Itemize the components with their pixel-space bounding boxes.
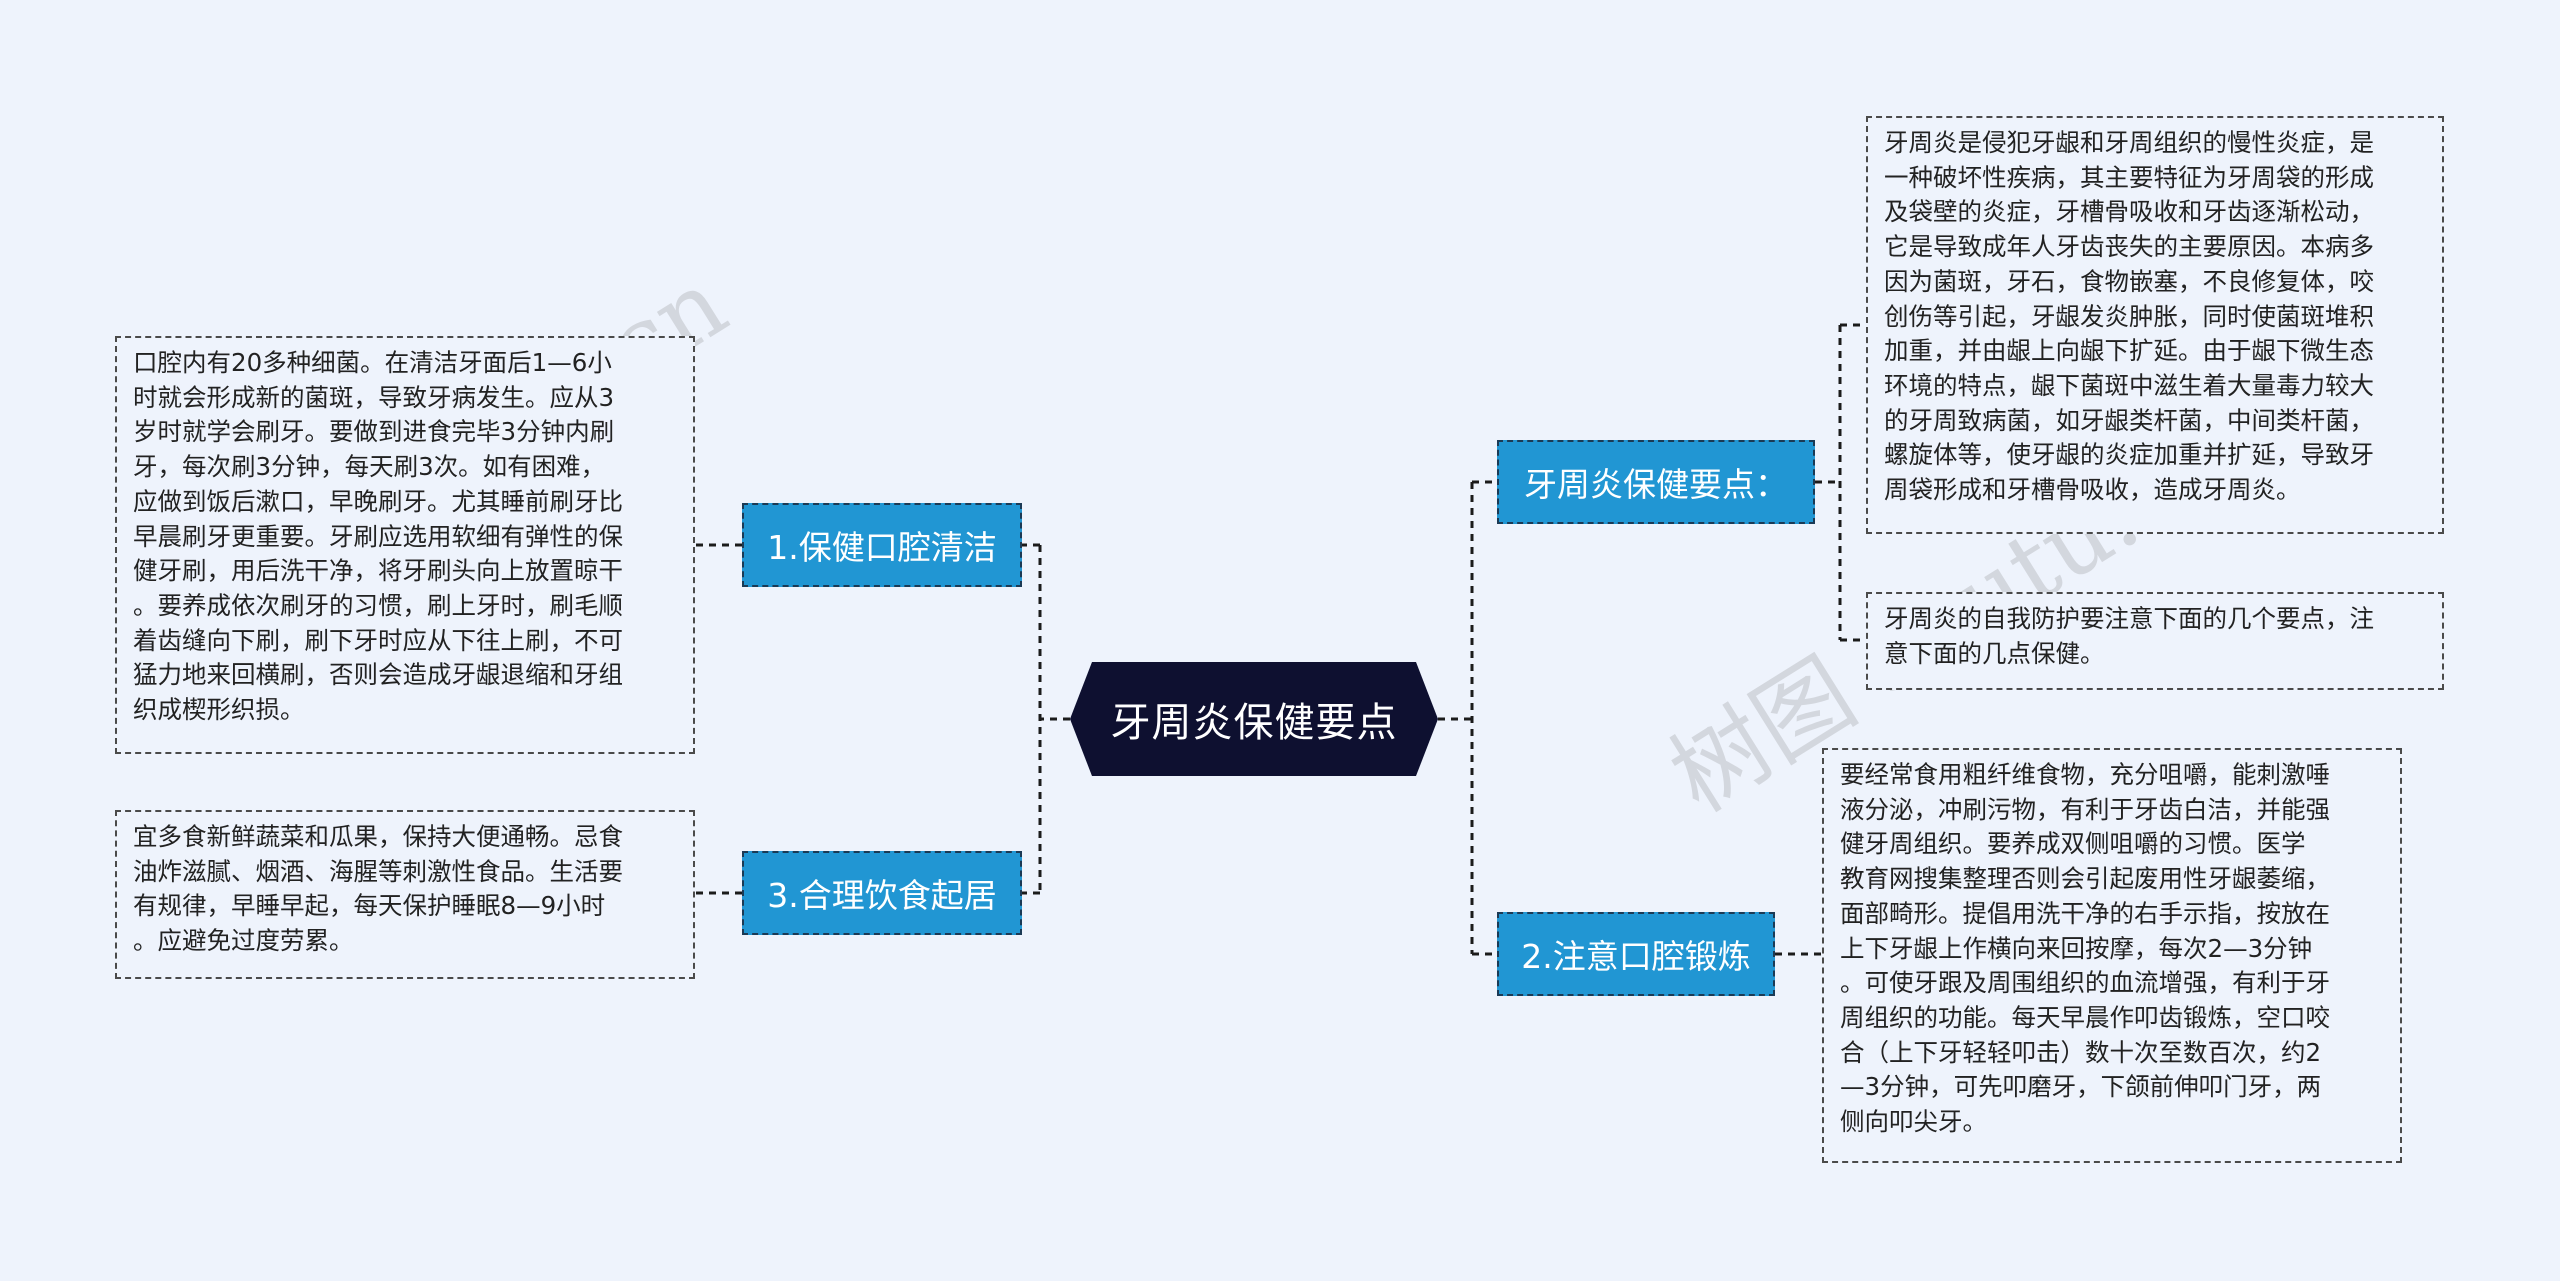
leaf-line: 牙周炎是侵犯牙龈和牙周组织的慢性炎症，是 (1884, 128, 2374, 157)
leaf-line: 意下面的几点保健。 (1884, 638, 2105, 668)
leaf-line: 口腔内有20多种细菌。在清洁牙面后1—6小 (133, 348, 612, 377)
branch-oral-cleaning[interactable]: 1.保健口腔清洁 (742, 503, 1022, 587)
leaf-line: 创伤等引起，牙龈发炎肿胀，同时使菌斑堆积 (1884, 301, 2374, 331)
leaf-self-protection[interactable]: 牙周炎的自我防护要注意下面的几个要点，注 意下面的几点保健。 (1866, 592, 2444, 690)
branch-oral-exercise[interactable]: 2.注意口腔锻炼 (1497, 912, 1775, 996)
leaf-line: 。要养成依次刷牙的习惯，刷上牙时，刷毛顺 (133, 590, 623, 620)
root-node[interactable]: 牙周炎保健要点 (1070, 662, 1438, 776)
leaf-line: 液分泌，冲刷污物，有利于牙齿白洁，并能强 (1840, 794, 2330, 824)
leaf-periodontitis-intro[interactable]: 牙周炎是侵犯牙龈和牙周组织的慢性炎症，是 一种破坏性疾病，其主要特征为牙周袋的形… (1866, 116, 2444, 534)
leaf-line: 健牙周组织。要养成双侧咀嚼的习惯。医学 (1840, 829, 2306, 859)
leaf-line: 一种破坏性疾病，其主要特征为牙周袋的形成 (1884, 162, 2374, 192)
leaf-line: 应做到饭后漱口，早晚刷牙。尤其睡前刷牙比 (133, 486, 623, 516)
leaf-line: 及袋壁的炎症，牙槽骨吸收和牙齿逐渐松动， (1884, 197, 2374, 227)
root-node-shape (1070, 662, 1438, 776)
leaf-line: 上下牙龈上作横向来回按摩，每次2—3分钟 (1840, 933, 2313, 963)
branch-oral-cleaning-label: 1.保健口腔清洁 (767, 528, 997, 567)
branch-care-keypoints-label: 牙周炎保健要点： (1524, 465, 1788, 504)
branch-diet-lifestyle[interactable]: 3.合理饮食起居 (742, 851, 1022, 935)
leaf-line: 早晨刷牙更重要。牙刷应选用软细有弹性的保 (133, 521, 623, 551)
leaf-line: 要经常食用粗纤维食物，充分咀嚼，能刺激唾 (1840, 760, 2330, 789)
leaf-line: 的牙周致病菌，如牙龈类杆菌，中间类杆菌， (1884, 405, 2374, 435)
branch-oral-exercise-label: 2.注意口腔锻炼 (1521, 937, 1751, 976)
leaf-line: 合（上下牙轻轻叩击）数十次至数百次，约2 (1840, 1037, 2322, 1067)
leaf-oral-cleaning[interactable]: 口腔内有20多种细菌。在清洁牙面后1—6小 时就会形成新的菌斑，导致牙病发生。应… (115, 336, 695, 754)
leaf-line: 牙，每次刷3分钟，每天刷3次。如有困难， (133, 452, 606, 482)
leaf-line: 猛力地来回横刷，否则会造成牙龈退缩和牙组 (133, 660, 623, 690)
leaf-line: 牙周炎的自我防护要注意下面的几个要点，注 (1884, 604, 2374, 633)
leaf-line: 教育网搜集整理否则会引起废用性牙龈萎缩， (1840, 864, 2330, 894)
branch-care-keypoints[interactable]: 牙周炎保健要点： (1497, 440, 1815, 524)
leaf-line: 侧向叩尖牙。 (1840, 1107, 1987, 1137)
leaf-line: 健牙刷，用后洗干净，将牙刷头向上放置晾干 (133, 556, 623, 586)
leaf-line: 周袋形成和牙槽骨吸收，造成牙周炎。 (1884, 475, 2301, 505)
leaf-line: 着齿缝向下刷，刷下牙时应从下往上刷，不可 (133, 625, 623, 655)
leaf-line: 它是导致成年人牙齿丧失的主要原因。本病多 (1884, 232, 2374, 262)
leaf-line: 有规律，早睡早起，每天保护睡眠8—9小时 (133, 891, 606, 921)
leaf-line: 因为菌斑，牙石，食物嵌塞，不良修复体，咬 (1884, 266, 2374, 296)
leaf-line: 时就会形成新的菌斑，导致牙病发生。应从3 (133, 382, 615, 412)
leaf-line: 加重，并由龈上向龈下扩延。由于龈下微生态 (1884, 336, 2374, 366)
leaf-line: 宜多食新鲜蔬菜和瓜果，保持大便通畅。忌食 (133, 822, 623, 851)
leaf-line: 周组织的功能。每天早晨作叩齿锻炼，空口咬 (1840, 1002, 2330, 1032)
leaf-line: —3分钟，可先叩磨牙，下颌前伸叩门牙，两 (1840, 1072, 2322, 1102)
leaf-line: 螺旋体等，使牙龈的炎症加重并扩延，导致牙 (1884, 440, 2374, 470)
leaf-line: 环境的特点，龈下菌斑中滋生着大量毒力较大 (1884, 370, 2374, 400)
leaf-line: 岁时就学会刷牙。要做到进食完毕3分钟内刷 (133, 417, 615, 447)
root-node-label: 牙周炎保健要点 (1110, 700, 1398, 746)
leaf-line: 。可使牙跟及周围组织的血流增强，有利于牙 (1840, 968, 2330, 998)
leaf-line: 。应避免过度劳累。 (133, 926, 354, 956)
leaf-diet-lifestyle[interactable]: 宜多食新鲜蔬菜和瓜果，保持大便通畅。忌食 油炸滋腻、烟酒、海腥等刺激性食品。生活… (115, 810, 695, 979)
leaf-oral-exercise[interactable]: 要经常食用粗纤维食物，充分咀嚼，能刺激唾 液分泌，冲刷污物，有利于牙齿白洁，并能… (1822, 748, 2402, 1163)
leaf-line: 织成楔形织损。 (133, 695, 305, 725)
branch-diet-lifestyle-label: 3.合理饮食起居 (767, 876, 997, 915)
leaf-line: 油炸滋腻、烟酒、海腥等刺激性食品。生活要 (133, 856, 623, 886)
leaf-line: 面部畸形。提倡用洗干净的右手示指，按放在 (1840, 898, 2330, 928)
